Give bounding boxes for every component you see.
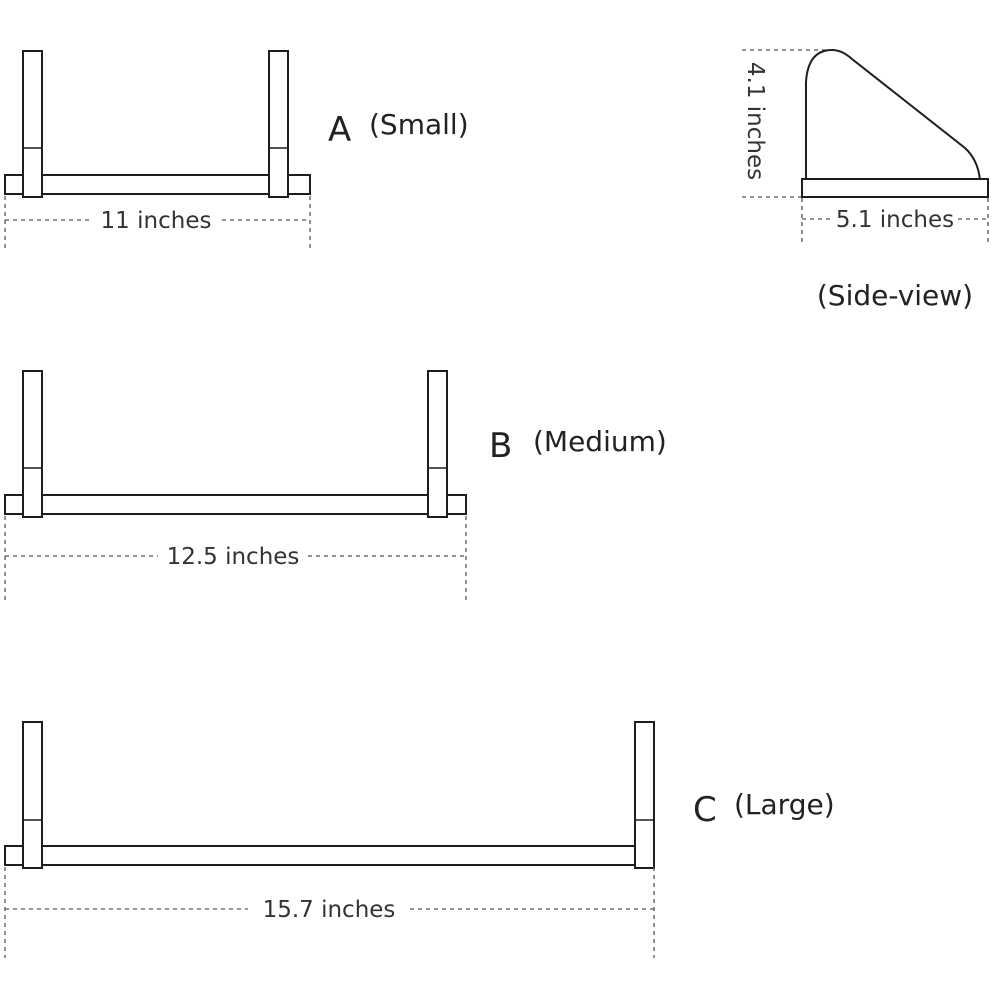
shelf-b-left-bracket xyxy=(22,370,43,518)
side-view-depth-label: 5.1 inches xyxy=(836,207,954,233)
shelf-b-board xyxy=(4,494,467,515)
shelf-c-left-bracket xyxy=(22,721,43,869)
shelf-a-board xyxy=(4,174,311,195)
shelf-c-letter: C xyxy=(693,790,717,830)
side-view-caption: (Side-view) xyxy=(817,279,973,312)
shelf-c: 15.7 inches C (Large) xyxy=(4,721,835,958)
shelf-c-board xyxy=(4,845,655,866)
shelf-b-letter: B xyxy=(489,426,512,466)
side-view-bracket xyxy=(805,48,982,181)
side-view-board xyxy=(801,178,989,198)
shelf-b: 12.5 inches B (Medium) xyxy=(4,370,667,604)
shelf-a-left-bracket xyxy=(22,50,43,198)
side-view: 4.1 inches 5.1 inches (Side-view) xyxy=(742,48,989,312)
side-view-height-label: 4.1 inches xyxy=(742,62,768,180)
shelf-a-letter: A xyxy=(328,110,351,150)
shelf-b-right-bracket xyxy=(427,370,448,518)
shelf-a: 11 inches A (Small) xyxy=(4,50,469,252)
shelf-a-right-bracket xyxy=(268,50,289,198)
shelf-a-size-name: (Small) xyxy=(369,108,469,141)
shelf-b-width-label: 12.5 inches xyxy=(167,544,300,570)
shelf-b-size-name: (Medium) xyxy=(533,425,667,458)
shelf-c-size-name: (Large) xyxy=(734,788,835,821)
shelf-c-width-label: 15.7 inches xyxy=(263,897,396,923)
shelf-c-right-bracket xyxy=(634,721,655,869)
shelf-a-width-label: 11 inches xyxy=(101,208,212,234)
